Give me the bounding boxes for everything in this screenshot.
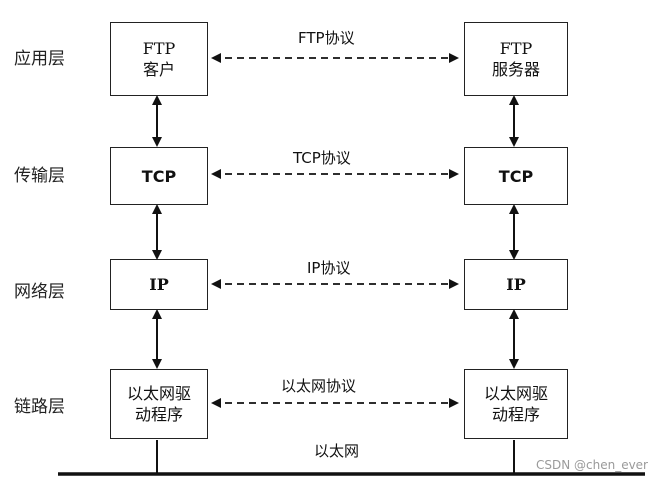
right-ip-box: IP — [464, 259, 568, 310]
left-tcp-box: TCP — [110, 147, 208, 205]
layer-label-network: 网络层 — [14, 282, 65, 302]
csdn-watermark: CSDN @chen_ever — [535, 458, 648, 472]
left-ip-box: IP — [110, 259, 208, 310]
ethernet-network-label: 以太网 — [314, 442, 360, 460]
right-ftp-server-line2: 服务器 — [491, 60, 540, 79]
right-ethernet-driver-box: 以太网驱 动程序 — [464, 369, 568, 439]
left-ftp-client-line2: 客户 — [142, 60, 175, 79]
layer-label-transport: 传输层 — [14, 166, 65, 186]
right-tcp-label: TCP — [498, 166, 534, 186]
layer-label-application: 应用层 — [14, 49, 65, 69]
right-ftp-server-box: FTP 服务器 — [464, 22, 568, 96]
left-ip-label: IP — [149, 275, 169, 294]
left-ftp-client-box: FTP 客户 — [110, 22, 208, 96]
left-driver-line1: 以太网驱 — [126, 384, 191, 403]
protocol-label-ftp: FTP协议 — [298, 29, 355, 47]
right-driver-line2: 动程序 — [491, 405, 540, 424]
right-ftp-server-line1: FTP — [499, 39, 533, 58]
left-ethernet-driver-box: 以太网驱 动程序 — [110, 369, 208, 439]
layer-label-link: 链路层 — [14, 397, 65, 417]
right-ip-label: IP — [506, 275, 526, 294]
left-tcp-label: TCP — [141, 166, 177, 186]
right-tcp-box: TCP — [464, 147, 568, 205]
protocol-label-ethernet: 以太网协议 — [281, 377, 357, 395]
left-driver-line2: 动程序 — [134, 405, 183, 424]
left-ftp-client-line1: FTP — [142, 39, 176, 58]
right-driver-line1: 以太网驱 — [483, 384, 548, 403]
protocol-label-tcp: TCP协议 — [293, 149, 351, 167]
protocol-label-ip: IP协议 — [307, 259, 351, 277]
